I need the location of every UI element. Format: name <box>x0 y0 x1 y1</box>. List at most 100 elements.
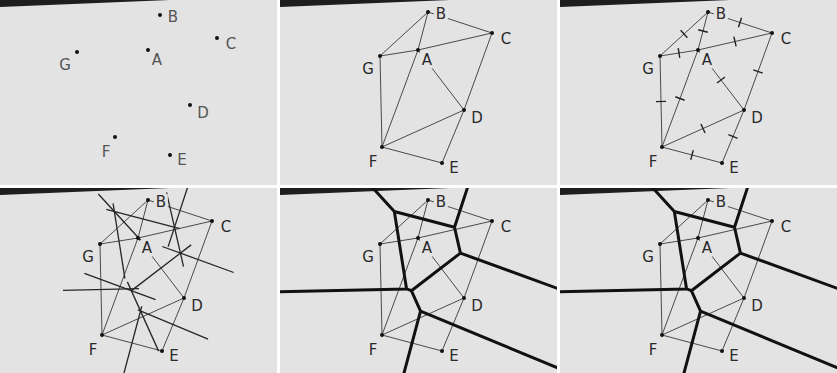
triangulation-edge <box>464 33 492 110</box>
site-dot <box>462 296 466 300</box>
point-label: B <box>154 194 168 211</box>
midpoint-tick <box>681 30 688 37</box>
point-label: G <box>360 249 376 266</box>
triangulation-edge <box>744 33 772 110</box>
point-label: D <box>189 298 205 315</box>
point-label: E <box>727 348 740 365</box>
site-dot <box>770 219 774 223</box>
triangulation-edge <box>382 298 464 335</box>
perpendicular-bisector <box>106 209 179 228</box>
midpoint-tick <box>701 124 705 133</box>
site-dot <box>660 333 664 337</box>
site-dot <box>378 242 382 246</box>
point-label: E <box>175 152 188 169</box>
dark-edge <box>280 188 450 195</box>
triangulation-edge <box>418 12 428 50</box>
paper-ground <box>280 0 557 185</box>
site-dot <box>158 13 162 17</box>
point-label: C <box>779 219 793 236</box>
point-label: F <box>87 342 100 359</box>
site-dot <box>658 54 662 58</box>
site-dot <box>98 242 102 246</box>
point-label: F <box>367 154 380 171</box>
triangulation-edge <box>662 110 744 147</box>
point-label: D <box>749 298 765 315</box>
site-dot <box>182 296 186 300</box>
point-label: B <box>166 9 180 26</box>
triangulation-edge <box>698 33 772 50</box>
point-label: D <box>469 110 485 127</box>
site-dot <box>75 50 79 54</box>
paper-ground <box>560 188 837 373</box>
panel <box>560 0 837 185</box>
site-dot <box>490 31 494 35</box>
site-dot <box>660 145 664 149</box>
site-dot <box>720 161 724 165</box>
point-label: A <box>420 52 434 69</box>
triangulation-edge <box>382 147 442 163</box>
dark-edge <box>560 0 730 7</box>
midpoint-tick <box>717 77 725 83</box>
site-dot <box>113 135 117 139</box>
site-dot <box>146 198 150 202</box>
midpoint-tick <box>698 30 708 33</box>
midpoint-tick <box>753 70 762 73</box>
triangulation-edge <box>698 12 708 50</box>
triangulation-edge <box>382 110 464 147</box>
perpendicular-bisector <box>113 203 125 278</box>
point-label: G <box>360 61 376 78</box>
point-label: E <box>447 348 460 365</box>
point-label: B <box>434 194 448 211</box>
midpoint-tick <box>675 97 684 100</box>
perpendicular-bisector <box>166 192 183 266</box>
site-dot <box>706 198 710 202</box>
triangulation-edge <box>380 56 382 147</box>
point-label: C <box>224 36 238 53</box>
site-dot <box>440 349 444 353</box>
point-label: A <box>150 52 164 69</box>
point-label: C <box>219 219 233 236</box>
triangulation-edge <box>662 50 698 147</box>
point-label: D <box>195 105 211 122</box>
paper-ground <box>0 0 277 185</box>
point-label: C <box>499 219 513 236</box>
dark-edge <box>0 188 170 195</box>
site-dot <box>462 108 466 112</box>
panel <box>500 128 837 373</box>
triangulation-edge <box>382 50 418 147</box>
site-dot <box>215 36 219 40</box>
site-dot <box>440 161 444 165</box>
point-label: D <box>749 110 765 127</box>
point-label: G <box>640 249 656 266</box>
point-label: A <box>700 52 714 69</box>
midpoint-tick <box>734 37 736 47</box>
dark-edge <box>560 188 730 195</box>
point-label: B <box>714 6 728 23</box>
midpoint-tick <box>656 101 666 103</box>
site-dot <box>378 54 382 58</box>
paper-ground <box>560 0 837 185</box>
point-label: G <box>57 57 73 74</box>
site-dot <box>658 242 662 246</box>
triangulation-edge <box>380 50 418 56</box>
midpoint-tick <box>678 48 680 58</box>
site-dot <box>742 108 746 112</box>
panel <box>0 0 277 185</box>
point-label: E <box>167 348 180 365</box>
site-dot <box>706 10 710 14</box>
panel <box>220 128 617 373</box>
site-dot <box>720 349 724 353</box>
triangulation-edge <box>418 50 464 110</box>
triangulation-edge <box>698 50 744 110</box>
point-label: C <box>779 31 793 48</box>
midpoint-tick <box>738 18 741 28</box>
site-dot <box>160 349 164 353</box>
point-label: A <box>700 240 714 257</box>
point-label: G <box>640 61 656 78</box>
site-dot <box>100 333 104 337</box>
panel <box>280 0 557 185</box>
site-dot <box>210 219 214 223</box>
site-dot <box>188 103 192 107</box>
triangulation-edge <box>418 33 492 50</box>
perpendicular-bisector <box>127 282 158 351</box>
